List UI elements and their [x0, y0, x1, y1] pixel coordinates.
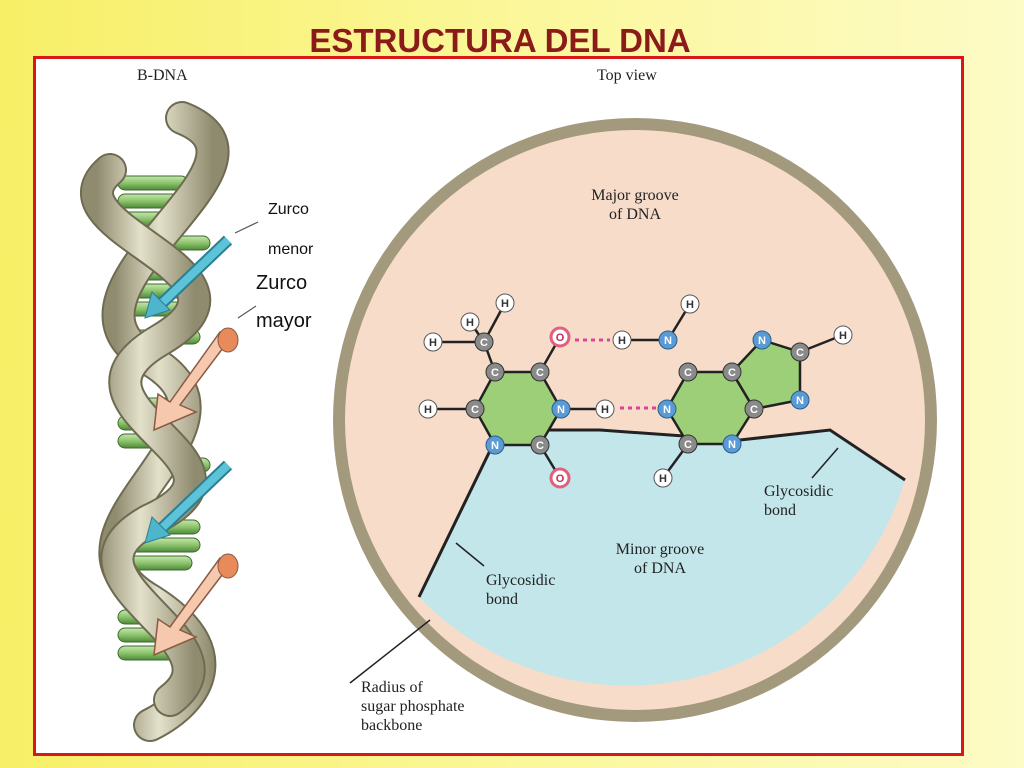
- atom-n-4: N: [752, 330, 772, 350]
- svg-text:C: C: [536, 367, 544, 379]
- atom-h-5: H: [595, 399, 615, 419]
- minor-groove-region: [419, 430, 905, 686]
- top-view: H H H C O C C H C N H N C O H H N N C H …: [333, 118, 937, 722]
- minor-groove-arrow-upper: [144, 235, 233, 319]
- dna-diagram: H H H C O C C H C N H N C O H H N N C H …: [80, 101, 937, 742]
- svg-text:H: H: [686, 299, 694, 311]
- svg-text:C: C: [684, 367, 692, 379]
- atom-h-9: H: [653, 468, 673, 488]
- atom-c-5: C: [790, 342, 810, 362]
- atom-c-9: C: [678, 434, 698, 454]
- svg-text:N: N: [491, 440, 499, 452]
- atom-n-2: N: [485, 435, 505, 455]
- minor-groove-label-line1: Zurco: [268, 201, 309, 218]
- major-groove-caption: Major groove of DNA: [591, 187, 679, 223]
- svg-text:C: C: [536, 440, 544, 452]
- atom-h-8: H: [833, 325, 853, 345]
- atom-o-2: O: [549, 467, 571, 489]
- svg-text:C: C: [684, 439, 692, 451]
- atom-n-3: N: [658, 330, 678, 350]
- atom-o-1: O: [549, 326, 571, 348]
- svg-text:C: C: [480, 337, 488, 349]
- top-view-label: Top view: [597, 67, 657, 84]
- glycosidic-right-leader: [811, 447, 839, 479]
- glycosidic-bond-left-caption: Glycosidic bond: [486, 572, 556, 608]
- svg-text:C: C: [471, 404, 479, 416]
- svg-text:O: O: [556, 473, 565, 485]
- svg-text:N: N: [728, 439, 736, 451]
- atom-n-1: N: [551, 399, 571, 419]
- svg-text:N: N: [557, 404, 565, 416]
- atom-c-3: C: [465, 399, 485, 419]
- svg-text:C: C: [796, 347, 804, 359]
- svg-text:N: N: [758, 335, 766, 347]
- glycosidic-bond-right-caption: Glycosidic bond: [764, 483, 834, 519]
- svg-text:H: H: [601, 404, 609, 416]
- svg-text:N: N: [796, 395, 804, 407]
- slide-title: ESTRUCTURA DEL DNA: [309, 22, 691, 59]
- atom-h-3: H: [423, 332, 443, 352]
- atom-h-6: H: [680, 294, 700, 314]
- svg-text:C: C: [491, 367, 499, 379]
- svg-text:H: H: [424, 404, 432, 416]
- atom-c-4: C: [530, 435, 550, 455]
- atom-h-4: H: [418, 399, 438, 419]
- atom-c-2: C: [530, 362, 550, 382]
- atom-n-6: N: [657, 399, 677, 419]
- glycosidic-left-leader: [455, 542, 485, 567]
- radius-leader: [349, 619, 431, 684]
- svg-text:N: N: [664, 335, 672, 347]
- major-groove-label-line1: Zurco: [256, 272, 308, 294]
- atom-n-5: N: [790, 390, 810, 410]
- minor-groove-arrow-lower: [144, 460, 233, 544]
- svg-text:N: N: [663, 404, 671, 416]
- atom-c-8: C: [744, 399, 764, 419]
- major-groove-label-line2: mayor: [256, 310, 312, 332]
- minor-groove-label-line2: menor: [268, 241, 314, 258]
- major-groove-arrow-lower: [153, 553, 239, 657]
- b-dna-label: B-DNA: [137, 67, 188, 84]
- atom-c-6: C: [678, 362, 698, 382]
- svg-text:H: H: [618, 335, 626, 347]
- svg-text:C: C: [728, 367, 736, 379]
- svg-text:H: H: [839, 330, 847, 342]
- atom-c-1: C: [485, 362, 505, 382]
- svg-text:C: C: [750, 404, 758, 416]
- svg-text:H: H: [501, 298, 509, 310]
- atom-c-methyl: C: [474, 332, 494, 352]
- atom-n-7: N: [722, 434, 742, 454]
- svg-text:H: H: [659, 473, 667, 485]
- double-helix: [80, 101, 259, 742]
- minor-groove-caption: Minor groove of DNA: [615, 541, 705, 577]
- atom-h-1: H: [495, 293, 515, 313]
- atom-h-2: H: [460, 312, 480, 332]
- svg-text:O: O: [556, 332, 565, 344]
- major-groove-arrow-upper: [153, 327, 239, 432]
- svg-text:H: H: [466, 317, 474, 329]
- svg-text:H: H: [429, 337, 437, 349]
- atom-h-7: H: [612, 330, 632, 350]
- atom-c-7: C: [722, 362, 742, 382]
- backbone-radius-caption: Radius of sugar phosphate backbone: [361, 679, 465, 734]
